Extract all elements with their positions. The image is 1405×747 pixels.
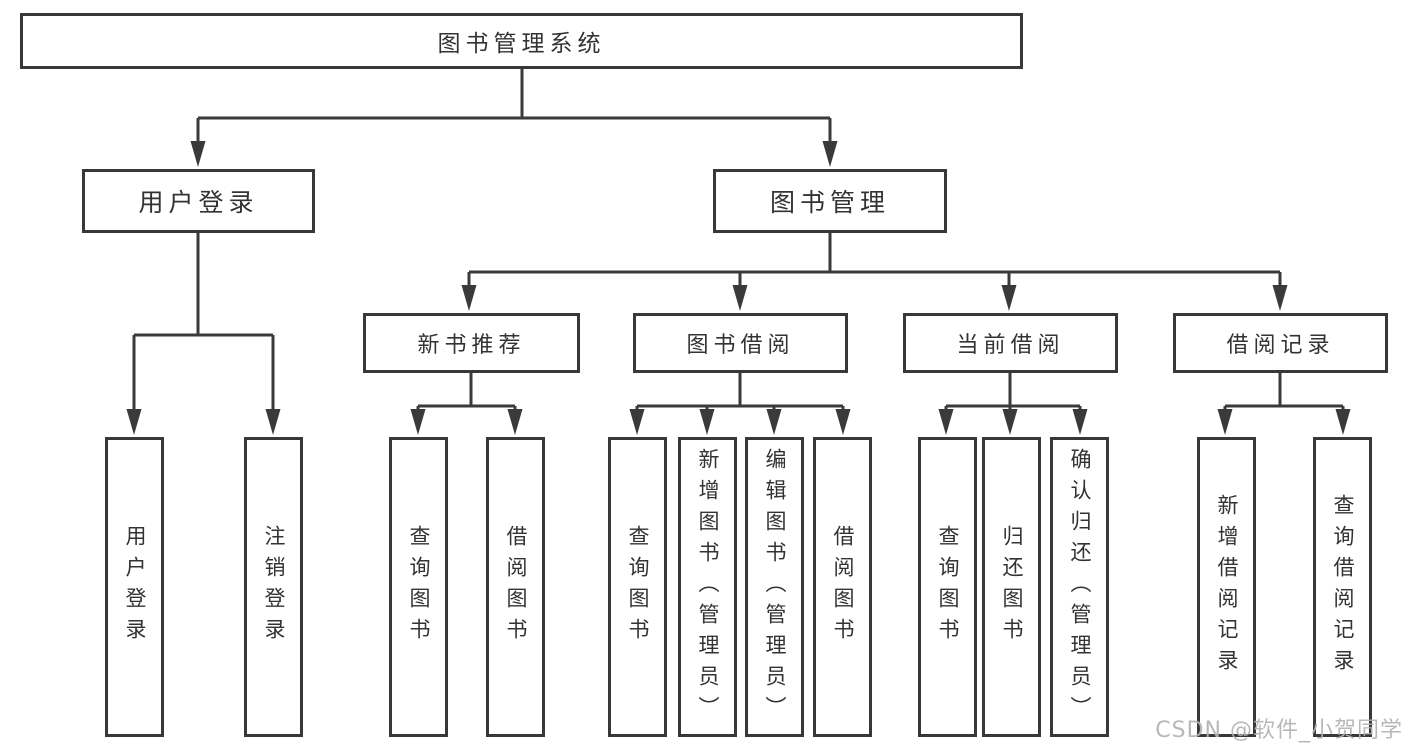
leaf-confirm-return-admin: 确认归还（管理员） bbox=[1050, 437, 1109, 737]
connector-manage-to-categories bbox=[461, 233, 1288, 311]
node-book-borrow: 图书借阅 bbox=[633, 313, 848, 373]
arrowhead-icon bbox=[732, 285, 748, 311]
leaf-borrow-books: 借阅图书 bbox=[813, 437, 872, 737]
connector-newbooks-to-leaves bbox=[410, 373, 523, 435]
leaf-return-book: 归还图书 bbox=[982, 437, 1041, 737]
arrowhead-icon bbox=[265, 409, 281, 435]
leaf-add-borrow-record: 新增借阅记录 bbox=[1197, 437, 1256, 737]
leaf-query-books-recommend: 查询图书 bbox=[389, 437, 448, 737]
arrowhead-icon bbox=[190, 141, 206, 167]
arrowhead-icon bbox=[1272, 285, 1288, 311]
connector-current-to-leaves bbox=[938, 373, 1088, 435]
arrowhead-icon bbox=[507, 409, 523, 435]
arrowhead-icon bbox=[822, 141, 838, 167]
node-root-system: 图书管理系统 bbox=[20, 13, 1023, 69]
arrowhead-icon bbox=[126, 409, 142, 435]
arrowhead-icon bbox=[629, 409, 645, 435]
connector-root-to-branches bbox=[190, 69, 838, 167]
arrowhead-icon bbox=[461, 285, 477, 311]
arrowhead-icon bbox=[1335, 409, 1351, 435]
arrowhead-icon bbox=[1217, 409, 1233, 435]
leaf-logout: 注销登录 bbox=[244, 437, 303, 737]
leaf-user-login: 用户登录 bbox=[105, 437, 164, 737]
arrowhead-icon bbox=[410, 409, 426, 435]
leaf-query-books-borrow: 查询图书 bbox=[608, 437, 667, 737]
node-current-borrow: 当前借阅 bbox=[903, 313, 1118, 373]
connector-borrow-to-leaves bbox=[629, 373, 851, 435]
connector-records-to-leaves bbox=[1217, 373, 1351, 435]
leaf-edit-book-admin: 编辑图书（管理员） bbox=[745, 437, 804, 737]
node-borrow-records: 借阅记录 bbox=[1173, 313, 1388, 373]
csdn-watermark: CSDN @软件_小贺同学 bbox=[1155, 718, 1403, 743]
arrowhead-icon bbox=[699, 409, 715, 435]
leaf-query-borrow-record: 查询借阅记录 bbox=[1313, 437, 1372, 737]
arrowhead-icon bbox=[766, 409, 782, 435]
connector-login-to-leaves bbox=[126, 233, 281, 435]
arrowhead-icon bbox=[1072, 409, 1088, 435]
node-book-management: 图书管理 bbox=[713, 169, 947, 233]
arrowhead-icon bbox=[938, 409, 954, 435]
arrowhead-icon bbox=[1002, 409, 1018, 435]
leaf-add-book-admin: 新增图书（管理员） bbox=[678, 437, 737, 737]
node-user-login: 用户登录 bbox=[82, 169, 315, 233]
leaf-borrow-books-recommend: 借阅图书 bbox=[486, 437, 545, 737]
node-new-book-recommend: 新书推荐 bbox=[363, 313, 580, 373]
leaf-query-books-current: 查询图书 bbox=[918, 437, 977, 737]
arrowhead-icon bbox=[1001, 285, 1017, 311]
arrowhead-icon bbox=[835, 409, 851, 435]
